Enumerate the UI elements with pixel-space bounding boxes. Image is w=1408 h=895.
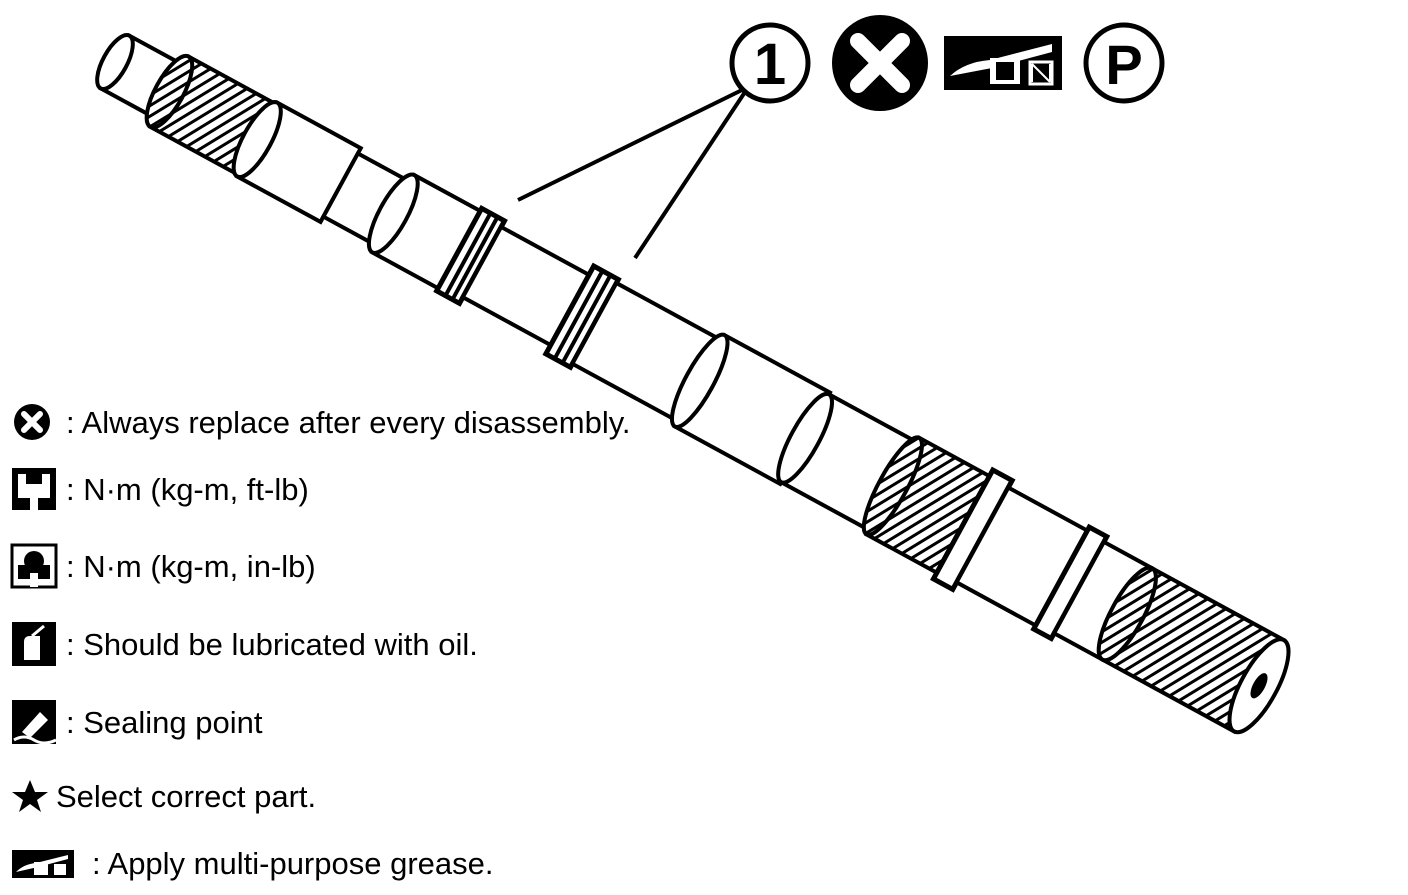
torque-wrench-in-lb-icon: [10, 543, 60, 589]
legend-item-select-part: Select correct part.: [10, 778, 316, 814]
shaft: [95, 32, 1291, 735]
legend-text-replace: : Always replace after every disassembly…: [66, 404, 631, 440]
legend-text-torque-ft-lb: : N·m (kg-m, ft-lb): [66, 471, 309, 507]
multi-purpose-grease-icon: [944, 36, 1062, 90]
legend-item-grease: : Apply multi-purpose grease.: [10, 846, 494, 880]
legend-item-replace: : Always replace after every disassembly…: [10, 402, 631, 442]
callout-1: 1: [729, 22, 811, 104]
legend-text-select-part: Select correct part.: [56, 778, 317, 814]
star-icon: [10, 778, 50, 814]
sealing-point-icon: [10, 698, 60, 746]
replace-always-icon: [10, 402, 60, 442]
legend-item-torque-in-lb: : N·m (kg-m, in-lb): [10, 543, 316, 589]
legend-text-torque-in-lb: : N·m (kg-m, in-lb): [66, 548, 316, 584]
multi-purpose-grease-icon: [10, 846, 80, 880]
legend-item-sealing: : Sealing point: [10, 698, 262, 746]
legend-text-grease: : Apply multi-purpose grease.: [92, 845, 494, 881]
oil-can-icon: [10, 620, 60, 668]
legend-item-torque-ft-lb: : N·m (kg-m, ft-lb): [10, 466, 309, 512]
p-grease-icon: P: [1083, 22, 1165, 104]
leader-line-1: [517, 88, 743, 202]
legend-text-sealing: : Sealing point: [66, 704, 263, 740]
leader-line-2: [633, 90, 747, 260]
callout-number: 1: [754, 32, 786, 97]
legend-text-oil: : Should be lubricated with oil.: [66, 626, 478, 662]
legend-item-oil: : Should be lubricated with oil.: [10, 620, 478, 668]
replace-always-icon: [832, 15, 928, 111]
svg-text:P: P: [1105, 33, 1142, 96]
torque-wrench-ft-lb-icon: [10, 466, 60, 512]
